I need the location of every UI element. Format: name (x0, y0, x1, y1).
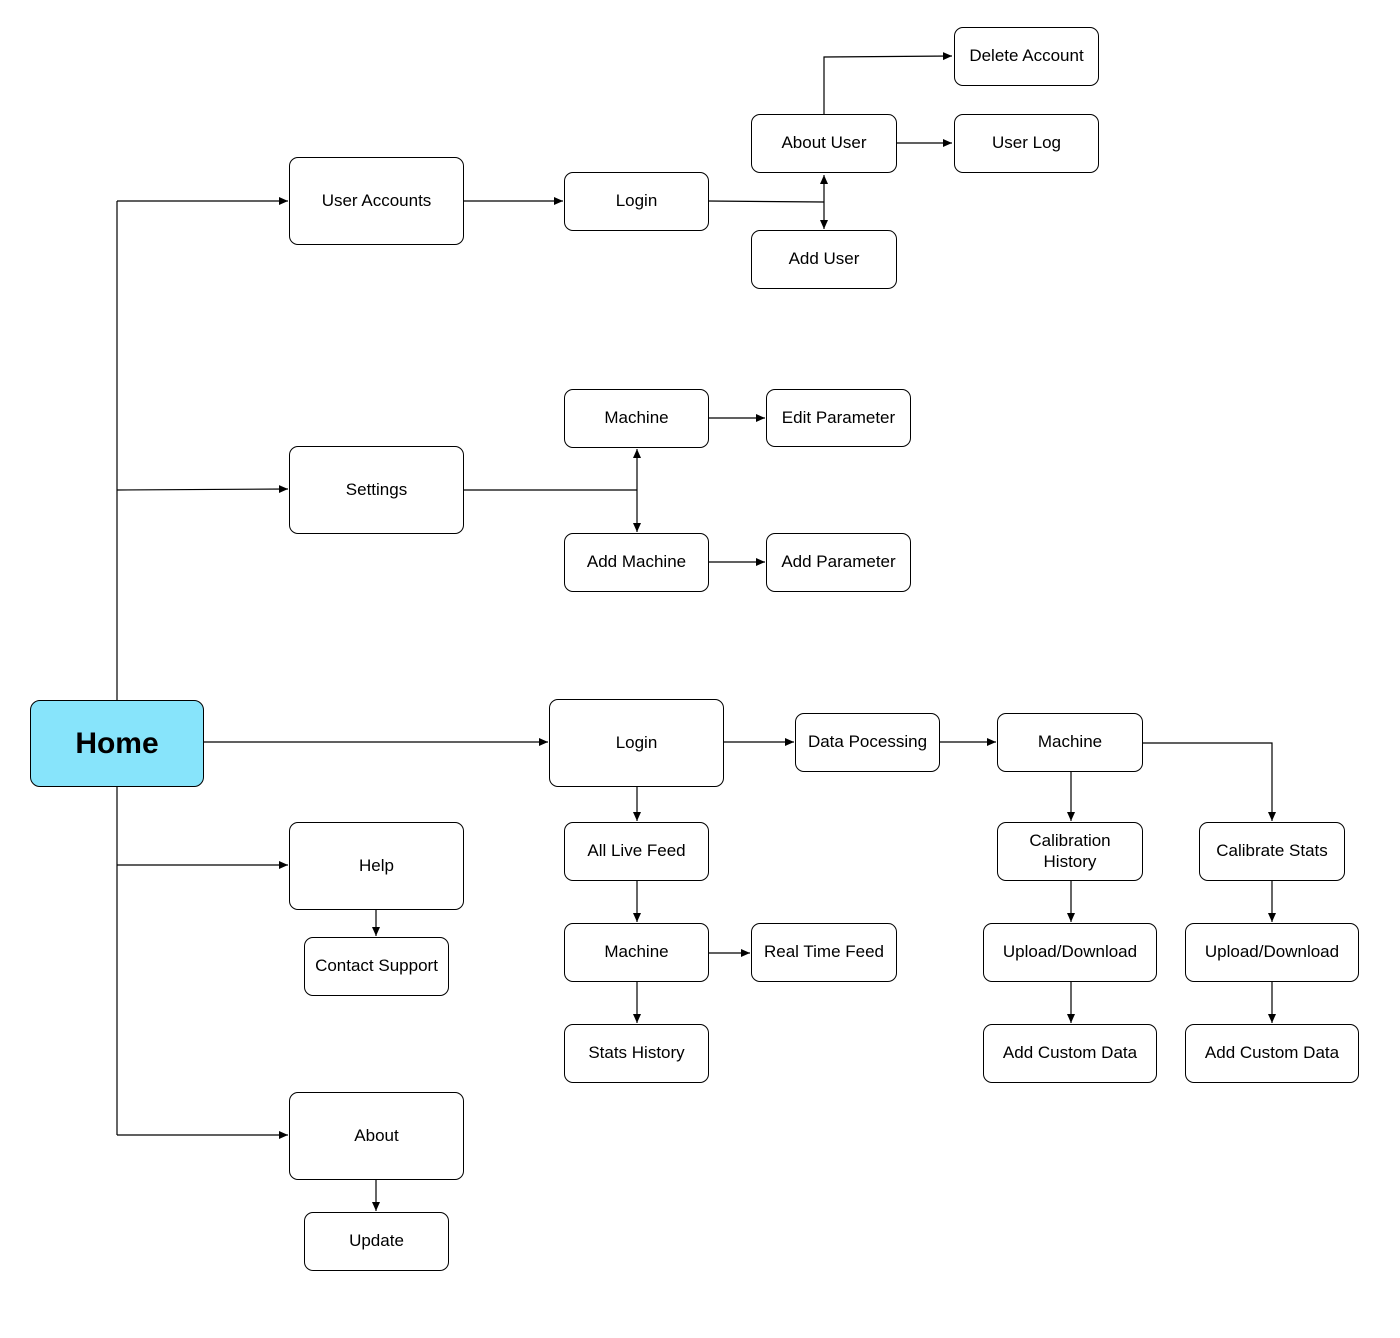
node-all-live-feed[interactable]: All Live Feed (564, 822, 709, 881)
node-login-main[interactable]: Login (549, 699, 724, 787)
edge-about-user-delete (823, 52, 953, 114)
node-machine-settings[interactable]: Machine (564, 389, 709, 448)
node-add-machine[interactable]: Add Machine (564, 533, 709, 592)
edge-machine-calib-stats (1142, 742, 1276, 821)
node-about[interactable]: About (289, 1092, 464, 1180)
node-add-user[interactable]: Add User (751, 230, 897, 289)
node-machine-dp[interactable]: Machine (997, 713, 1143, 772)
node-machine-feed[interactable]: Machine (564, 923, 709, 982)
node-login-top[interactable]: Login (564, 172, 709, 231)
node-edit-parameter[interactable]: Edit Parameter (766, 389, 911, 447)
edge-home-settings (116, 485, 289, 494)
node-upload-download-2[interactable]: Upload/Download (1185, 923, 1359, 982)
node-calibration-history[interactable]: Calibration History (997, 822, 1143, 881)
node-data-processing[interactable]: Data Pocessing (795, 713, 940, 772)
node-add-custom-data-1[interactable]: Add Custom Data (983, 1024, 1157, 1083)
node-settings[interactable]: Settings (289, 446, 464, 534)
node-upload-download-1[interactable]: Upload/Download (983, 923, 1157, 982)
node-about-user[interactable]: About User (751, 114, 897, 173)
node-delete-account[interactable]: Delete Account (954, 27, 1099, 86)
node-stats-history[interactable]: Stats History (564, 1024, 709, 1083)
edge-login-junction (707, 200, 825, 203)
node-calibrate-stats[interactable]: Calibrate Stats (1199, 822, 1345, 881)
node-user-accounts[interactable]: User Accounts (289, 157, 464, 245)
node-add-parameter[interactable]: Add Parameter (766, 533, 911, 592)
node-home[interactable]: Home (30, 700, 204, 787)
node-user-log[interactable]: User Log (954, 114, 1099, 173)
node-add-custom-data-2[interactable]: Add Custom Data (1185, 1024, 1359, 1083)
node-real-time-feed[interactable]: Real Time Feed (751, 923, 897, 982)
node-help[interactable]: Help (289, 822, 464, 910)
node-update[interactable]: Update (304, 1212, 449, 1271)
node-contact-support[interactable]: Contact Support (304, 937, 449, 996)
